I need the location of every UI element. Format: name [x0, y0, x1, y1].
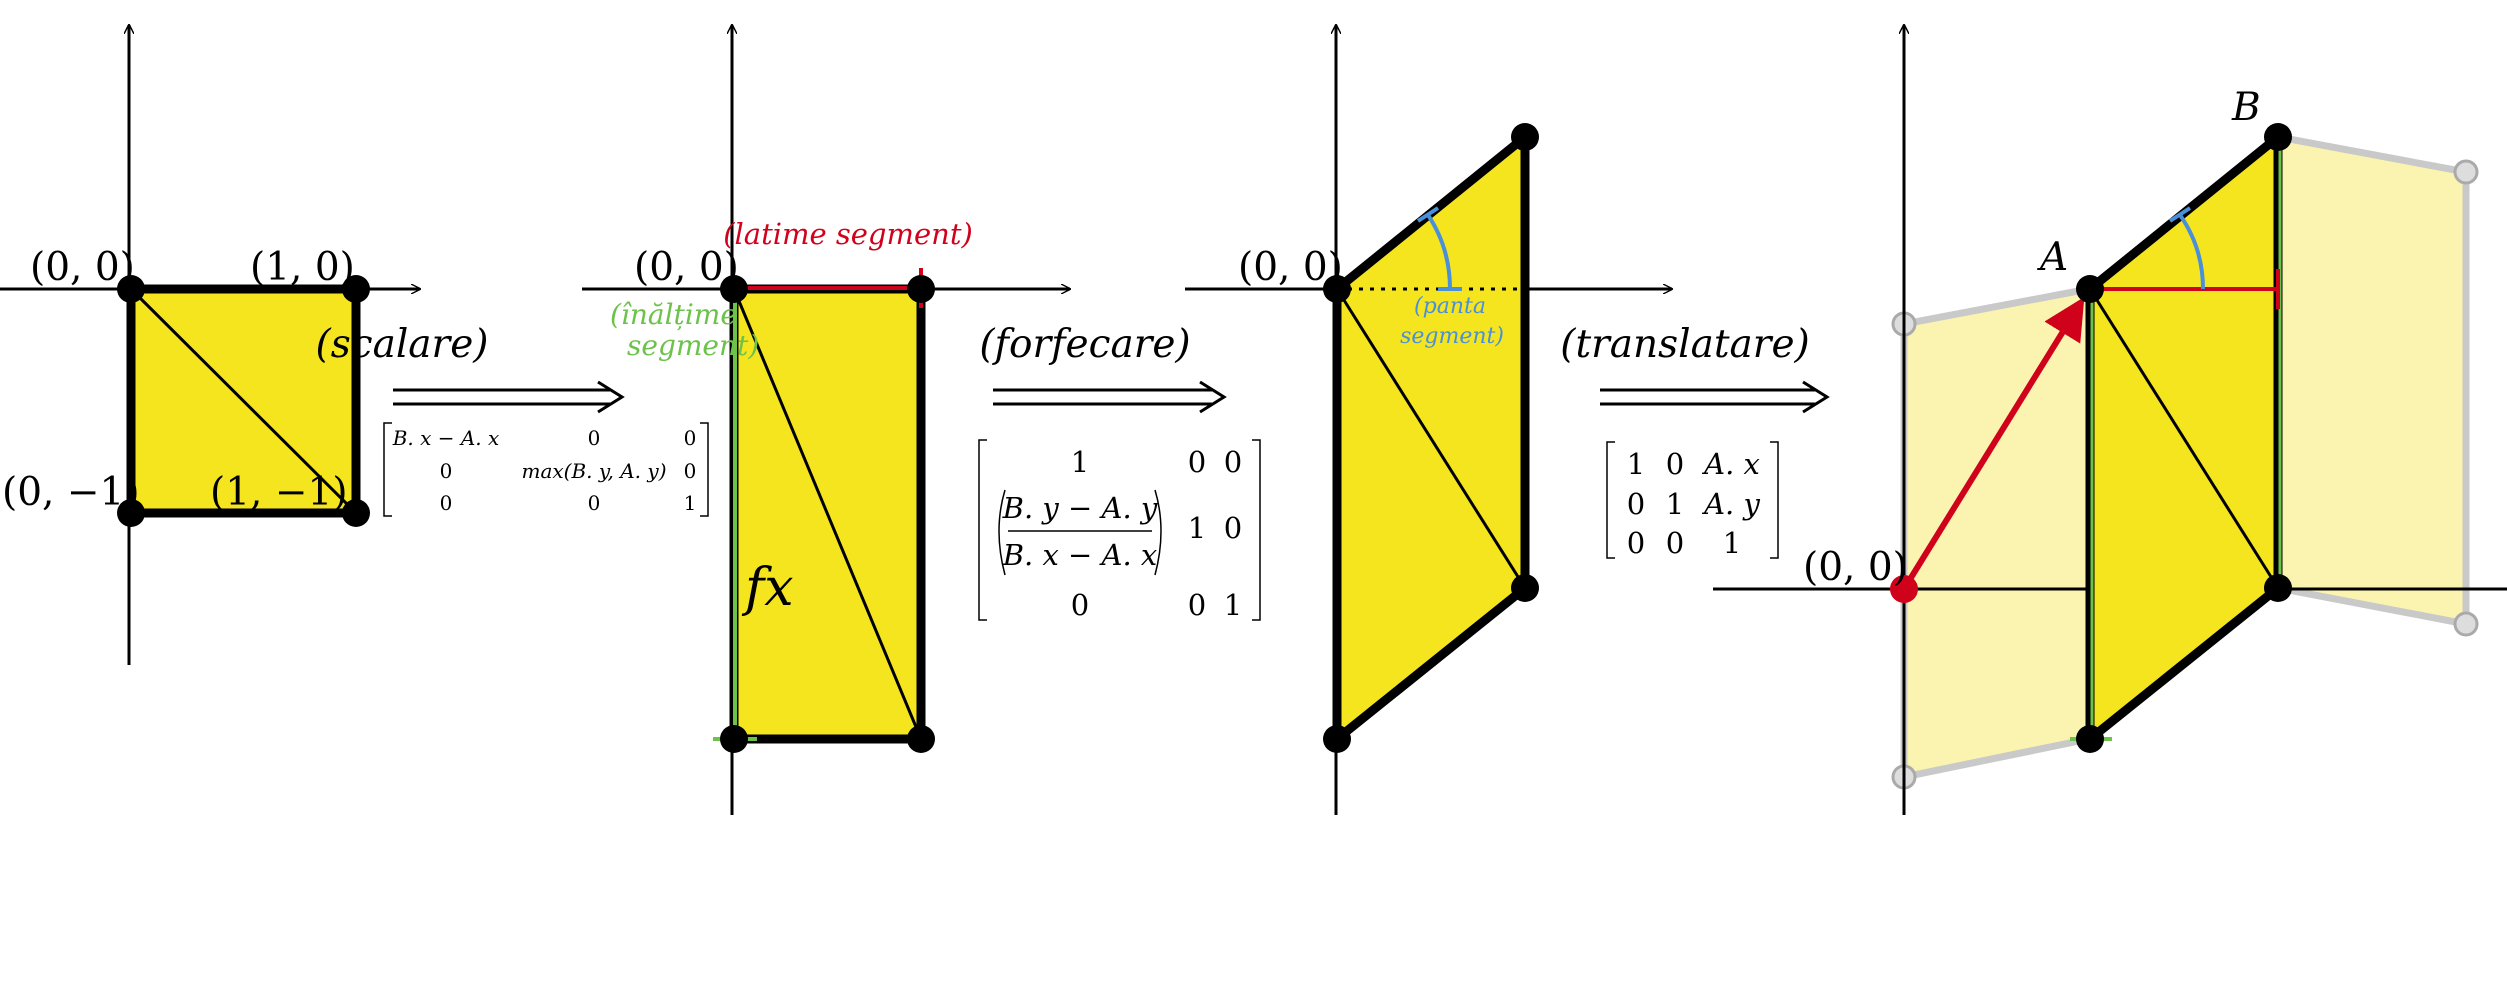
label-slope-2: segment) [1400, 324, 1504, 349]
slope-tick-top [2168, 206, 2192, 223]
label-origin: (0, 0) [30, 245, 135, 290]
svg-text:0: 0 [1666, 526, 1684, 560]
svg-text:1: 1 [684, 491, 697, 515]
svg-text:1: 1 [1627, 447, 1645, 481]
svg-text:0: 0 [588, 426, 601, 450]
parallelogram-diagonal [1335, 288, 1527, 589]
panel-unit-square: (0, 0) (1, 0) (0, −1) (1, −1) [0, 25, 420, 665]
label-fx: fx [741, 558, 794, 618]
caption-scale: (scalare) [316, 322, 489, 367]
label-zero-minus-one: (0, −1) [2, 470, 140, 515]
svg-text:0: 0 [684, 459, 697, 483]
vertex-point [117, 499, 145, 527]
double-arrow-icon [993, 380, 1227, 414]
svg-text:1: 1 [1666, 487, 1684, 521]
svg-text:1: 1 [1723, 526, 1741, 560]
svg-text:0: 0 [684, 426, 697, 450]
shear-matrix: 1 0 0 B. y − A. y B. x − A. x 1 0 0 0 1 [978, 439, 1261, 622]
svg-text:0: 0 [1224, 445, 1242, 479]
svg-text:A. x: A. x [1701, 447, 1760, 481]
svg-text:0: 0 [1188, 588, 1206, 622]
svg-text:1: 1 [1188, 511, 1206, 545]
rect-diagonal [732, 288, 923, 740]
vertex-point [907, 275, 935, 303]
label-height-segment-2: segment) [627, 329, 759, 362]
label-origin: (0, 0) [1803, 545, 1908, 590]
vertex-point [2264, 574, 2292, 602]
vertex-point [2076, 725, 2104, 753]
svg-text:B. x − A. x: B. x − A. x [1002, 538, 1158, 572]
slope-angle-arc [1426, 213, 1452, 290]
svg-text:max(B. y, A. y): max(B. y, A. y) [522, 459, 667, 483]
caption-translate: (translatare) [1560, 322, 1810, 367]
ghost-segment-left [1900, 285, 2093, 781]
label-one-zero: (1, 0) [250, 245, 355, 290]
label-one-minus-one: (1, −1) [210, 470, 348, 515]
label-B: B [2231, 85, 2261, 130]
point-A [2076, 275, 2104, 303]
translation-vector [1901, 296, 2085, 591]
ghost-segment-right [2274, 133, 2470, 628]
square-diagonal [129, 287, 358, 515]
svg-text:0: 0 [1224, 511, 1242, 545]
translate-matrix: 1 0 A. x 0 1 A. y 0 0 1 [1606, 441, 1779, 560]
svg-text:B. x − A. x: B. x − A. x [392, 426, 500, 450]
vertex-point [117, 275, 145, 303]
transform-shear: (forfecare) 1 0 0 B. y − A. y B. x − A. … [978, 322, 1261, 622]
svg-text:0: 0 [1627, 487, 1645, 521]
slope-angle-arc [2178, 213, 2205, 290]
transform-translate: (translatare) 1 0 A. x 0 1 A. y 0 0 1 [1560, 322, 1830, 560]
svg-text:1: 1 [1224, 588, 1242, 622]
vertex-point [907, 725, 935, 753]
vertex-point [1323, 275, 1351, 303]
label-slope-1: (panta [1414, 294, 1486, 319]
panel-sheared-parallelogram: (0, 0) (panta segment) [1185, 25, 1672, 815]
vertex-point [342, 499, 370, 527]
label-height-segment-1: (înălțime [610, 298, 737, 331]
label-A: A [2037, 235, 2068, 280]
point-B [2264, 123, 2292, 151]
svg-text:0: 0 [440, 491, 453, 515]
svg-text:B. y − A. y: B. y − A. y [1002, 491, 1158, 525]
double-arrow-icon [1600, 380, 1830, 414]
vertex-point [1511, 574, 1539, 602]
svg-text:0: 0 [440, 459, 453, 483]
ghost-point [2453, 159, 2479, 185]
svg-text:1: 1 [1071, 445, 1089, 479]
slope-tick-top [1416, 206, 1440, 223]
vertex-point [720, 725, 748, 753]
svg-text:A. y: A. y [1701, 487, 1760, 521]
svg-text:0: 0 [588, 491, 601, 515]
scale-matrix: B. x − A. x 0 0 0 max(B. y, A. y) 0 0 0 … [383, 422, 709, 517]
transform-scale: (scalare) B. x − A. x 0 0 0 max(B. y, A.… [316, 322, 709, 517]
svg-text:0: 0 [1188, 445, 1206, 479]
panel-translated-result: (0, 0) A B [1713, 25, 2507, 815]
double-arrow-icon [393, 380, 625, 414]
vertex-point [720, 275, 748, 303]
origin-point [1890, 575, 1918, 603]
parallelogram-diagonal [2088, 288, 2280, 589]
vertex-point [342, 275, 370, 303]
panel-scaled-rectangle: (0, 0) (latime segment) (înălțime segmen… [582, 25, 1070, 815]
label-width-segment: (latime segment) [723, 217, 973, 251]
svg-text:0: 0 [1666, 447, 1684, 481]
vertex-point [1323, 725, 1351, 753]
label-origin: (0, 0) [634, 245, 739, 290]
label-origin: (0, 0) [1238, 245, 1343, 290]
ghost-point [2453, 611, 2479, 637]
caption-shear: (forfecare) [979, 322, 1190, 367]
svg-text:0: 0 [1627, 526, 1645, 560]
svg-text:0: 0 [1071, 588, 1089, 622]
vertex-point [1511, 123, 1539, 151]
